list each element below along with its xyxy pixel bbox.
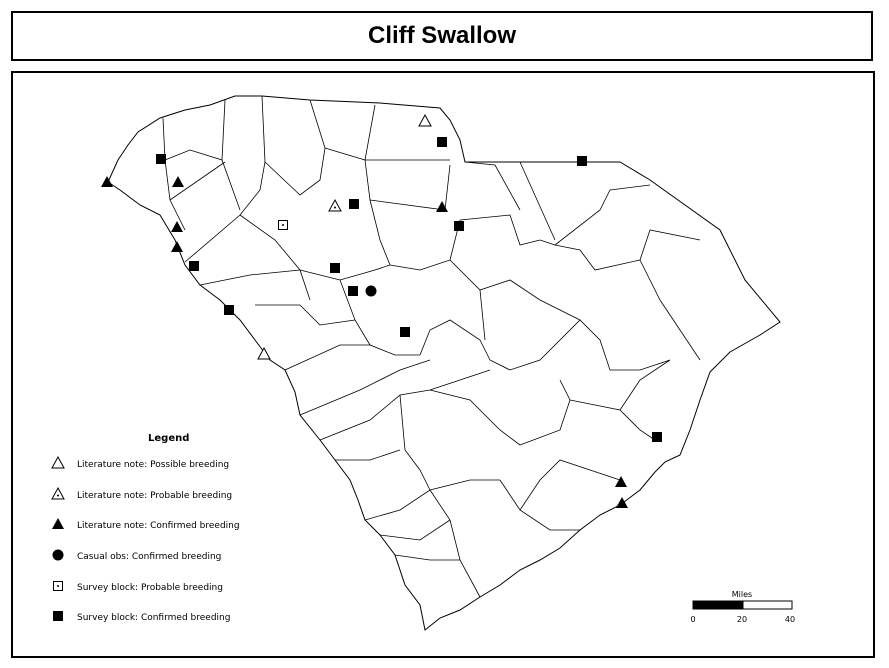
- survey-confirmed-marker: [330, 263, 340, 273]
- legend-item-label: Survey block: Confirmed breeding: [77, 613, 230, 623]
- survey-confirmed-marker: [400, 327, 410, 337]
- dotted-square-icon: [53, 581, 63, 591]
- legend-item-label: Survey block: Probable breeding: [77, 583, 223, 593]
- map-title: Cliff Swallow: [367, 22, 516, 49]
- scale-tick-label: 0: [690, 615, 695, 624]
- confirmed-breeding-marker: [616, 497, 628, 508]
- possible-breeding-marker: [257, 347, 271, 360]
- survey-confirmed-marker: [652, 432, 662, 442]
- observation-points: [101, 114, 662, 508]
- survey-confirmed-marker: [189, 261, 199, 271]
- possible-breeding-marker: [418, 114, 432, 127]
- scale-tick-label: 40: [785, 615, 795, 624]
- confirmed-breeding-marker: [101, 176, 113, 187]
- scale-segment-dark: [692, 600, 744, 610]
- survey-confirmed-marker: [437, 137, 447, 147]
- survey-confirmed-marker: [224, 305, 234, 315]
- survey-confirmed-marker: [577, 156, 587, 166]
- survey-probable-marker: [278, 220, 288, 230]
- confirmed-breeding-marker: [615, 476, 627, 487]
- legend-item-label: Literature note: Confirmed breeding: [77, 521, 240, 531]
- legend: Legend Literature note: Possible breedin…: [51, 433, 240, 623]
- legend-item-label: Casual obs: Confirmed breeding: [77, 552, 221, 562]
- scale-title: Miles: [732, 590, 752, 599]
- scale-tick-label: 20: [737, 615, 747, 624]
- survey-confirmed-marker: [156, 154, 166, 164]
- scale-segment-light: [742, 600, 793, 610]
- legend-item-label: Literature note: Possible breeding: [77, 460, 229, 470]
- legend-title: Legend: [148, 433, 189, 444]
- casual-obs-marker: [365, 285, 377, 297]
- confirmed-breeding-marker: [171, 241, 183, 252]
- filled-triangle-icon: [52, 518, 64, 529]
- county-lines: [162, 95, 701, 598]
- filled-circle-icon: [52, 549, 64, 561]
- confirmed-breeding-marker: [172, 176, 184, 187]
- survey-confirmed-marker: [348, 286, 358, 296]
- survey-confirmed-marker: [349, 199, 359, 209]
- state-outline: [107, 95, 781, 631]
- map-frame: [11, 71, 875, 658]
- probable-breeding-marker: [328, 199, 342, 212]
- open-triangle-icon: [51, 456, 65, 469]
- scale-bar: Miles 0 20 40: [690, 590, 795, 624]
- survey-confirmed-marker: [454, 221, 464, 231]
- dotted-triangle-icon: [51, 487, 65, 500]
- legend-item-label: Literature note: Probable breeding: [77, 491, 232, 501]
- title-box: Cliff Swallow: [11, 11, 873, 61]
- filled-square-icon: [53, 611, 63, 621]
